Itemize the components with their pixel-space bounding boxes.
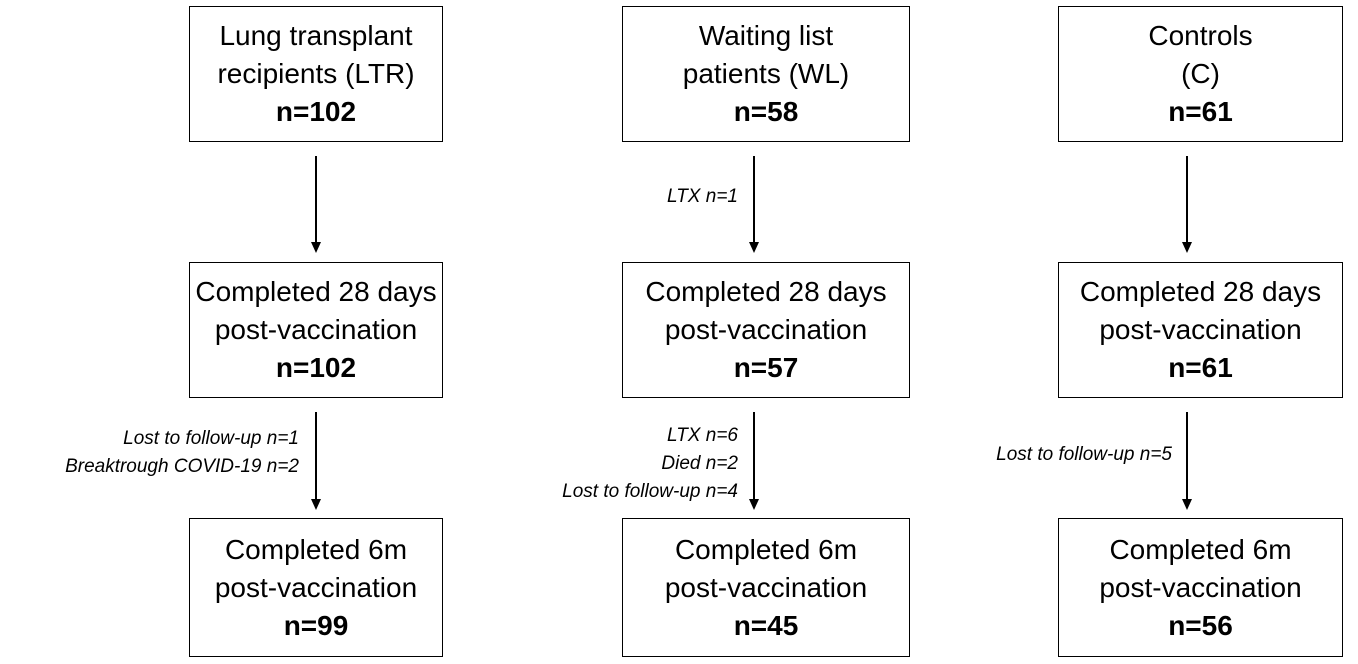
note-line: LTX n=6	[667, 425, 738, 446]
box-count: n=58	[733, 96, 799, 127]
box-count: n=99	[283, 609, 349, 641]
box-count: n=45	[733, 609, 799, 641]
box-count: n=102	[275, 96, 357, 127]
c-28d-box: Completed 28 days post-vaccination n=61	[1058, 262, 1343, 398]
wl-exclusion-note-1: LTX n=1	[667, 183, 738, 211]
ltr-enrolled-box: Lung transplant recipients (LTR) n=102	[189, 6, 443, 142]
note-line: Breaktrough COVID-19 n=2	[65, 456, 299, 477]
box-count: n=61	[1168, 96, 1233, 127]
box-label: Lung transplant	[219, 20, 413, 51]
box-count: n=56	[1168, 609, 1233, 641]
wl-exclusion-note-2: LTX n=6 Died n=2 Lost to follow-up n=4	[562, 422, 738, 506]
ltr-exclusion-note: Lost to follow-up n=1 Breaktrough COVID-…	[65, 425, 299, 481]
ltr-6m-box: Completed 6m post-vaccination n=99	[189, 518, 443, 657]
note-line: Lost to follow-up n=5	[996, 444, 1172, 465]
box-label: Completed 6m	[1109, 533, 1292, 565]
box-label: post-vaccination	[664, 571, 868, 603]
c-exclusion-note: Lost to follow-up n=5	[996, 441, 1172, 469]
ltr-arrow-2	[315, 412, 317, 508]
c-arrow-2	[1186, 412, 1188, 508]
box-label: Completed 28 days	[1079, 276, 1322, 307]
box-label: Controls	[1148, 20, 1253, 51]
c-6m-box: Completed 6m post-vaccination n=56	[1058, 518, 1343, 657]
box-label: Completed 28 days	[195, 276, 437, 307]
box-label: Completed 6m	[674, 533, 858, 565]
box-label: Completed 6m	[224, 533, 408, 565]
box-label: post-vaccination	[664, 314, 868, 345]
box-label: (C)	[1181, 58, 1220, 89]
box-label: post-vaccination	[214, 571, 418, 603]
box-count: n=102	[275, 352, 357, 383]
wl-6m-box: Completed 6m post-vaccination n=45	[622, 518, 910, 657]
ltr-arrow-1	[315, 156, 317, 251]
wl-28d-box: Completed 28 days post-vaccination n=57	[622, 262, 910, 398]
note-line: LTX n=1	[667, 186, 738, 207]
note-line: Lost to follow-up n=1	[123, 428, 299, 449]
c-enrolled-box: Controls (C) n=61	[1058, 6, 1343, 142]
note-line: Lost to follow-up n=4	[562, 481, 738, 502]
box-label: patients (WL)	[682, 58, 850, 89]
wl-arrow-1	[753, 156, 755, 251]
box-label: post-vaccination	[1099, 571, 1302, 603]
box-label: Completed 28 days	[645, 276, 887, 307]
wl-enrolled-box: Waiting list patients (WL) n=58	[622, 6, 910, 142]
box-count: n=61	[1168, 352, 1233, 383]
note-line: Died n=2	[661, 453, 738, 474]
ltr-28d-box: Completed 28 days post-vaccination n=102	[189, 262, 443, 398]
wl-arrow-2	[753, 412, 755, 508]
box-label: post-vaccination	[1099, 314, 1302, 345]
box-label: recipients (LTR)	[217, 58, 415, 89]
c-arrow-1	[1186, 156, 1188, 251]
box-label: Waiting list	[698, 20, 834, 51]
box-count: n=57	[733, 352, 799, 383]
box-label: post-vaccination	[214, 314, 418, 345]
